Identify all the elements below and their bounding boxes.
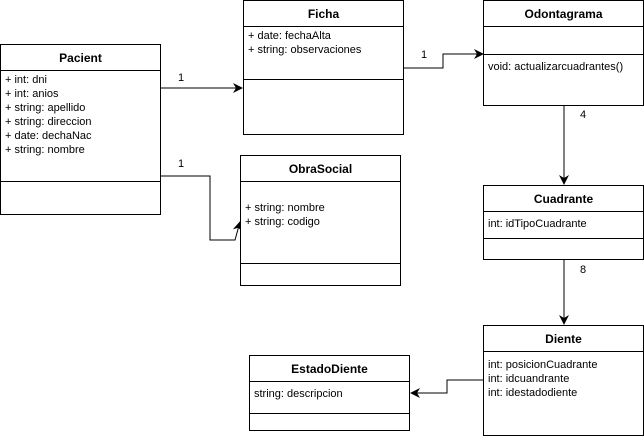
edge-diente-estadodiente[interactable] (410, 379, 483, 398)
class-attribute: string: descripcion (254, 388, 343, 400)
class-pacient[interactable]: Pacient + int: dni + int: anios + string: … (0, 44, 161, 215)
class-attribute: int: posicionCuadrante (488, 359, 598, 371)
class-attribute: + string: nombre (5, 144, 85, 156)
class-attribute: + date: fechaAlta (248, 30, 331, 42)
class-attribute: int: idestadodiente (488, 387, 578, 399)
class-pacient-operations (1, 182, 160, 184)
class-attribute: + string: apellido (5, 102, 86, 114)
class-attribute: + int: dni (5, 74, 47, 86)
class-ficha[interactable]: Ficha + date: fechaAlta + string: observa… (243, 0, 404, 135)
class-obrasocial-attributes: + string: nombre + string: codigo (241, 182, 400, 264)
class-attribute: int: idTipoCuadrante (488, 218, 587, 230)
class-attribute: + string: nombre (245, 202, 325, 214)
multiplicity-ficha-odontagrama: 1 (421, 49, 428, 61)
class-attribute: int: idcuandrante (488, 373, 570, 385)
edge-pacient-obrasocial[interactable] (160, 175, 243, 241)
class-diente-attributes: int: posicionCuadrante int: idcuandrante i… (484, 352, 643, 436)
multiplicity-pacient-obrasocial: 1 (178, 158, 185, 170)
class-estadodiente[interactable]: EstadoDiente string: descripcion (249, 355, 410, 431)
class-pacient-attributes: + int: dni + int: anios + string: apellido… (1, 71, 160, 182)
class-obrasocial-operations (241, 264, 400, 266)
class-pacient-title: Pacient (1, 45, 160, 71)
class-estadodiente-attributes: string: descripcion (250, 382, 409, 414)
class-odontagrama-operations: void: actualizarcuadrantes() (484, 55, 643, 74)
class-attribute: + string: observaciones (248, 44, 362, 56)
class-attribute: + int: anios (5, 88, 59, 100)
multiplicity-odontagrama-cuadrante: 4 (580, 109, 587, 121)
class-obrasocial-title: ObraSocial (241, 156, 400, 182)
class-odontagrama-attributes (484, 27, 643, 55)
class-cuadrante[interactable]: Cuadrante int: idTipoCuadrante (483, 185, 644, 260)
class-estadodiente-operations (250, 414, 409, 416)
class-estadodiente-title: EstadoDiente (250, 356, 409, 382)
class-odontagrama[interactable]: Odontagrama void: actualizarcuadrantes() (483, 0, 644, 106)
class-attribute: + date: dechaNac (5, 130, 92, 142)
class-ficha-operations (244, 80, 403, 82)
class-odontagrama-title: Odontagrama (484, 1, 643, 27)
class-cuadrante-attributes: int: idTipoCuadrante (484, 212, 643, 239)
multiplicity-pacient-ficha: 1 (178, 72, 185, 84)
multiplicity-cuadrante-diente: 8 (580, 264, 587, 276)
edge-ficha-odontagrama[interactable] (403, 49, 484, 69)
class-operation: void: actualizarcuadrantes() (488, 61, 624, 73)
class-obrasocial[interactable]: ObraSocial + string: nombre + string: cod… (240, 155, 401, 286)
class-diente-title: Diente (484, 326, 643, 352)
class-attribute: + string: direccion (5, 116, 92, 128)
class-diente[interactable]: Diente int: posicionCuadrante int: idcuan… (483, 325, 644, 436)
class-ficha-title: Ficha (244, 1, 403, 27)
class-cuadrante-operations (484, 239, 643, 241)
class-cuadrante-title: Cuadrante (484, 186, 643, 212)
class-attribute: + string: codigo (245, 216, 320, 228)
class-ficha-attributes: + date: fechaAlta + string: observaciones (244, 27, 403, 80)
